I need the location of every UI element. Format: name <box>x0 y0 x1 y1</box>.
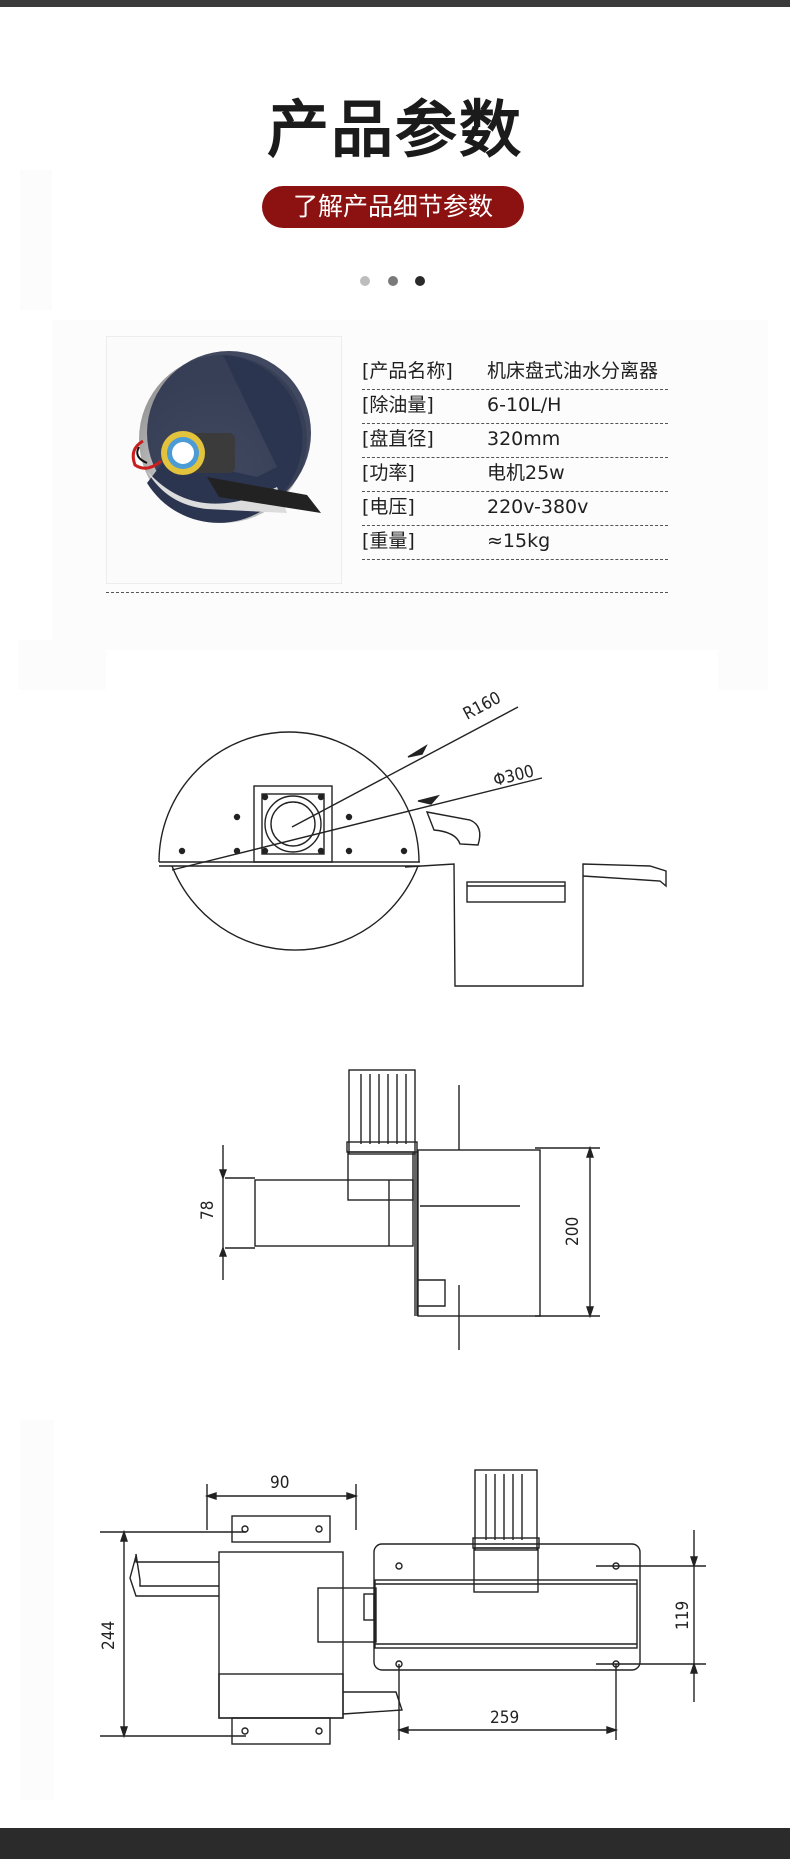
pager-dots <box>356 276 436 288</box>
spec-key: [重量] <box>362 530 415 552</box>
dim-78-label: 78 <box>198 1201 218 1220</box>
top-view-drawing: 90 244 119 259 <box>99 1469 706 1745</box>
spec-value: ≈15kg <box>487 530 551 552</box>
front-view-drawing: R160 Φ300 <box>158 688 667 987</box>
spec-key: [盘直径] <box>362 428 434 450</box>
spec-row: [除油量] 6-10L/H <box>362 390 668 424</box>
spec-value: 220v-380v <box>487 496 589 518</box>
dim-119-label: 119 <box>673 1601 693 1630</box>
side-view-drawing: 78 200 <box>198 1069 600 1350</box>
spec-value: 机床盘式油水分离器 <box>487 360 659 382</box>
radius-label: R160 <box>460 688 505 724</box>
diameter-label: Φ300 <box>491 761 536 790</box>
spec-table: [产品名称]机床盘式油水分离器 [除油量]6-10L/H [盘直径]320mm … <box>362 356 668 560</box>
spec-row: [电压] 220v-380v <box>362 492 668 526</box>
table-divider <box>106 592 668 593</box>
spec-row: [盘直径] 320mm <box>362 424 668 458</box>
product-photo <box>106 336 342 584</box>
dim-259-label: 259 <box>490 1708 519 1728</box>
background-panel <box>20 1420 54 1800</box>
scraper-bracket <box>207 477 321 513</box>
subtitle-badge: 了解产品细节参数 <box>262 186 524 228</box>
spec-row: [功率] 电机25w <box>362 458 668 492</box>
dim-200-label: 200 <box>563 1217 583 1246</box>
spec-value: 电机25w <box>487 462 565 484</box>
spec-key: [功率] <box>362 462 415 484</box>
spec-value: 320mm <box>487 428 561 450</box>
background-panel <box>18 640 106 690</box>
bottom-bar <box>0 1828 790 1859</box>
spec-key: [除油量] <box>362 394 434 416</box>
page-title: 产品参数 <box>266 93 523 166</box>
dim-244-label: 244 <box>99 1621 119 1650</box>
spec-key: [产品名称] <box>362 360 453 382</box>
pager-dot-3[interactable] <box>415 276 425 286</box>
spec-key: [电压] <box>362 496 415 518</box>
spec-row: [产品名称] 机床盘式油水分离器 <box>362 356 668 390</box>
spec-value: 6-10L/H <box>487 394 562 416</box>
spec-row: [重量] ≈15kg <box>362 526 668 560</box>
pager-dot-1[interactable] <box>360 276 370 286</box>
dim-90-label: 90 <box>270 1473 289 1493</box>
top-bar <box>0 0 790 7</box>
pager-dot-2[interactable] <box>388 276 398 286</box>
background-panel <box>20 170 52 310</box>
background-panel <box>718 640 768 690</box>
